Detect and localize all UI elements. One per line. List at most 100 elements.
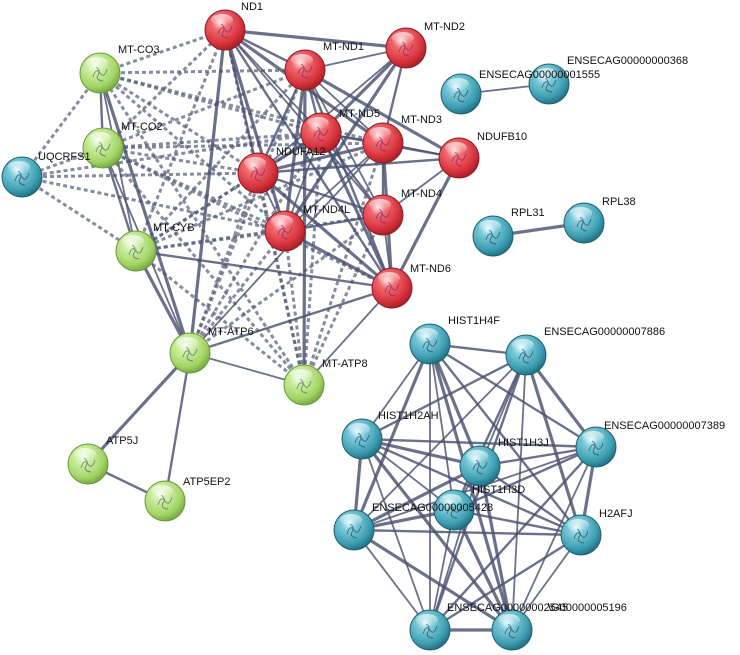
edge-ndufa12-mt-nd6[interactable]: [256, 171, 394, 290]
edge-ensecag00000007886-hist1h2ah[interactable]: [360, 353, 528, 441]
edge-ensecag00000007389-ensecag00000005428[interactable]: [353, 446, 597, 531]
edge-mt-co3-uqcrfs1[interactable]: [20, 72, 102, 178]
edge-mt-nd3-ndufa12[interactable]: [256, 141, 385, 175]
node-h2afj[interactable]: [560, 514, 602, 556]
edge-hist1h2ah-ensecag00000005196[interactable]: [360, 437, 514, 632]
node-ndufa12[interactable]: [237, 152, 279, 194]
node-ensecag00000000368[interactable]: [528, 63, 570, 105]
edge-mt-co2-nd1[interactable]: [101, 28, 227, 150]
edge-mt-cyb-ndufa12[interactable]: [135, 171, 259, 253]
edge-mt-cyb-mt-nd1[interactable]: [134, 68, 307, 253]
edge-mt-nd2-ndufa12[interactable]: [257, 47, 407, 174]
node-uqcrfs1[interactable]: [1, 156, 43, 198]
edge-ensecag00000005428-ensecag00000002545[interactable]: [353, 529, 431, 631]
edge-mt-nd1-mt-nd4[interactable]: [304, 69, 384, 216]
node-ensecag00000001555[interactable]: [440, 73, 482, 115]
edge-mt-nd3-mt-nd4l[interactable]: [284, 142, 384, 232]
node-mt-nd3[interactable]: [362, 122, 404, 164]
edge-ensecag00000007389-ensecag00000002545[interactable]: [428, 445, 598, 632]
node-ensecag00000007886[interactable]: [505, 334, 547, 376]
node-mt-atp8[interactable]: [283, 364, 325, 406]
edge-hist1h2ah-ensecag00000002545[interactable]: [361, 438, 431, 631]
edge-mt-co2-mt-nd1[interactable]: [102, 68, 306, 150]
node-mt-nd5[interactable]: [300, 112, 342, 154]
edge-ndufb10-mt-nd6[interactable]: [390, 156, 461, 290]
edge-hist1h3j-ensecag00000005428[interactable]: [352, 464, 482, 532]
edge-nd1-mt-nd4l[interactable]: [223, 28, 287, 233]
edge-mt-cyb-nd1[interactable]: [134, 29, 227, 252]
edge-mt-atp8-ndufa12[interactable]: [256, 172, 306, 386]
edge-uqcrfs1-mt-nd5[interactable]: [21, 131, 322, 179]
node-label-ensecag00000001555: ENSECAG00000001555: [479, 69, 600, 81]
edge-mt-nd5-mt-nd6[interactable]: [319, 131, 394, 290]
edge-h2afj-ensecag00000002545[interactable]: [428, 533, 583, 632]
edge-uqcrfs1-ndufa12[interactable]: [21, 171, 259, 179]
edge-mt-atp8-mt-nd4l[interactable]: [283, 230, 306, 386]
edge-ndufa12-mt-nd4[interactable]: [256, 171, 385, 217]
edge-mt-co2-ndufa12[interactable]: [102, 146, 259, 175]
edge-hist1h3j-ensecag00000002545[interactable]: [429, 465, 481, 631]
node-hist1h3j[interactable]: [459, 445, 501, 487]
edge-hist1h3d-ensecag00000005196[interactable]: [452, 508, 514, 632]
node-ensecag00000005196[interactable]: [491, 609, 533, 651]
node-mt-nd2[interactable]: [385, 27, 427, 69]
edge-ensecag00000007389-ensecag00000005196[interactable]: [511, 446, 597, 631]
node-mt-atp6[interactable]: [169, 332, 211, 374]
edge-mt-nd1-mt-nd6[interactable]: [303, 68, 394, 290]
edge-ndufb10-ndufa12[interactable]: [256, 156, 461, 175]
node-mt-nd4l[interactable]: [264, 210, 306, 252]
edge-hist1h4f-hist1h3j[interactable]: [428, 342, 482, 468]
node-mt-co3[interactable]: [79, 52, 121, 94]
node-mt-nd1[interactable]: [284, 49, 326, 91]
edge-ensecag00000007389-hist1h3d[interactable]: [452, 445, 598, 512]
edge-mt-atp6-mt-nd4l[interactable]: [188, 230, 287, 354]
edge-mt-cyb-mt-nd6[interactable]: [134, 249, 394, 290]
edge-mt-atp6-atp5j[interactable]: [86, 351, 192, 466]
node-atp5ep2[interactable]: [144, 480, 186, 522]
edge-mt-co3-mt-cyb[interactable]: [99, 72, 137, 252]
edge-mt-co3-mt-atp6[interactable]: [98, 71, 192, 355]
node-rpl31[interactable]: [472, 215, 514, 257]
edge-mt-atp8-mt-co2[interactable]: [101, 147, 306, 386]
edge-mt-co3-nd1[interactable]: [99, 28, 226, 75]
edge-ensecag00000005428-ensecag00000005196[interactable]: [352, 528, 514, 632]
node-highlight: [86, 57, 108, 69]
node-mt-cyb[interactable]: [115, 230, 157, 272]
edge-hist1h2ah-h2afj[interactable]: [360, 437, 583, 537]
edge-uqcrfs1-mt-cyb[interactable]: [21, 175, 137, 253]
node-hist1h3d[interactable]: [433, 489, 475, 531]
edge-mt-co3-mt-nd4l[interactable]: [99, 71, 286, 233]
edge-hist1h4f-h2afj[interactable]: [428, 342, 583, 537]
node-hist1h4f[interactable]: [409, 323, 451, 365]
edge-ensecag00000005428-h2afj[interactable]: [352, 528, 583, 537]
edge-hist1h2ah-ensecag00000007389[interactable]: [360, 437, 598, 449]
edge-mt-atp6-mt-nd6[interactable]: [188, 286, 394, 355]
edge-hist1h4f-ensecag00000005428[interactable]: [352, 342, 432, 532]
node-ensecag00000007389[interactable]: [575, 426, 617, 468]
edge-mt-atp8-mt-nd3[interactable]: [302, 142, 385, 386]
edge-mt-atp6-atp5ep2[interactable]: [163, 351, 192, 503]
edge-mt-atp6-nd1[interactable]: [188, 28, 227, 355]
node-mt-nd6[interactable]: [371, 267, 413, 309]
edge-mt-co3-mt-nd1[interactable]: [99, 68, 306, 75]
edge-mt-co2-mt-nd5[interactable]: [102, 131, 322, 150]
edge-nd1-mt-nd2[interactable]: [223, 28, 408, 50]
edge-mt-co3-ndufa12[interactable]: [99, 71, 259, 175]
edge-hist1h3d-h2afj[interactable]: [452, 508, 583, 537]
node-ndufb10[interactable]: [438, 137, 480, 179]
node-mt-nd4[interactable]: [362, 194, 404, 236]
edge-ensecag00000007886-ensecag00000002545[interactable]: [428, 353, 528, 632]
edge-nd1-mt-nd6[interactable]: [223, 28, 394, 290]
node-label-hist1h3j: HIST1H3J: [498, 437, 549, 449]
edge-mt-atp8-mt-co3[interactable]: [98, 72, 306, 386]
node-atp5j[interactable]: [67, 443, 109, 485]
node-ensecag00000002545[interactable]: [409, 609, 451, 651]
edge-mt-nd1-ndufb10[interactable]: [303, 68, 461, 160]
node-mt-co2[interactable]: [82, 127, 124, 169]
edge-hist1h3j-ensecag00000005196[interactable]: [478, 464, 514, 632]
node-ensecag00000005428[interactable]: [333, 509, 375, 551]
edge-mt-atp8-mt-nd6[interactable]: [303, 287, 393, 386]
node-nd1[interactable]: [204, 9, 246, 51]
node-rpl38[interactable]: [563, 202, 605, 244]
node-hist1h2ah[interactable]: [341, 418, 383, 460]
